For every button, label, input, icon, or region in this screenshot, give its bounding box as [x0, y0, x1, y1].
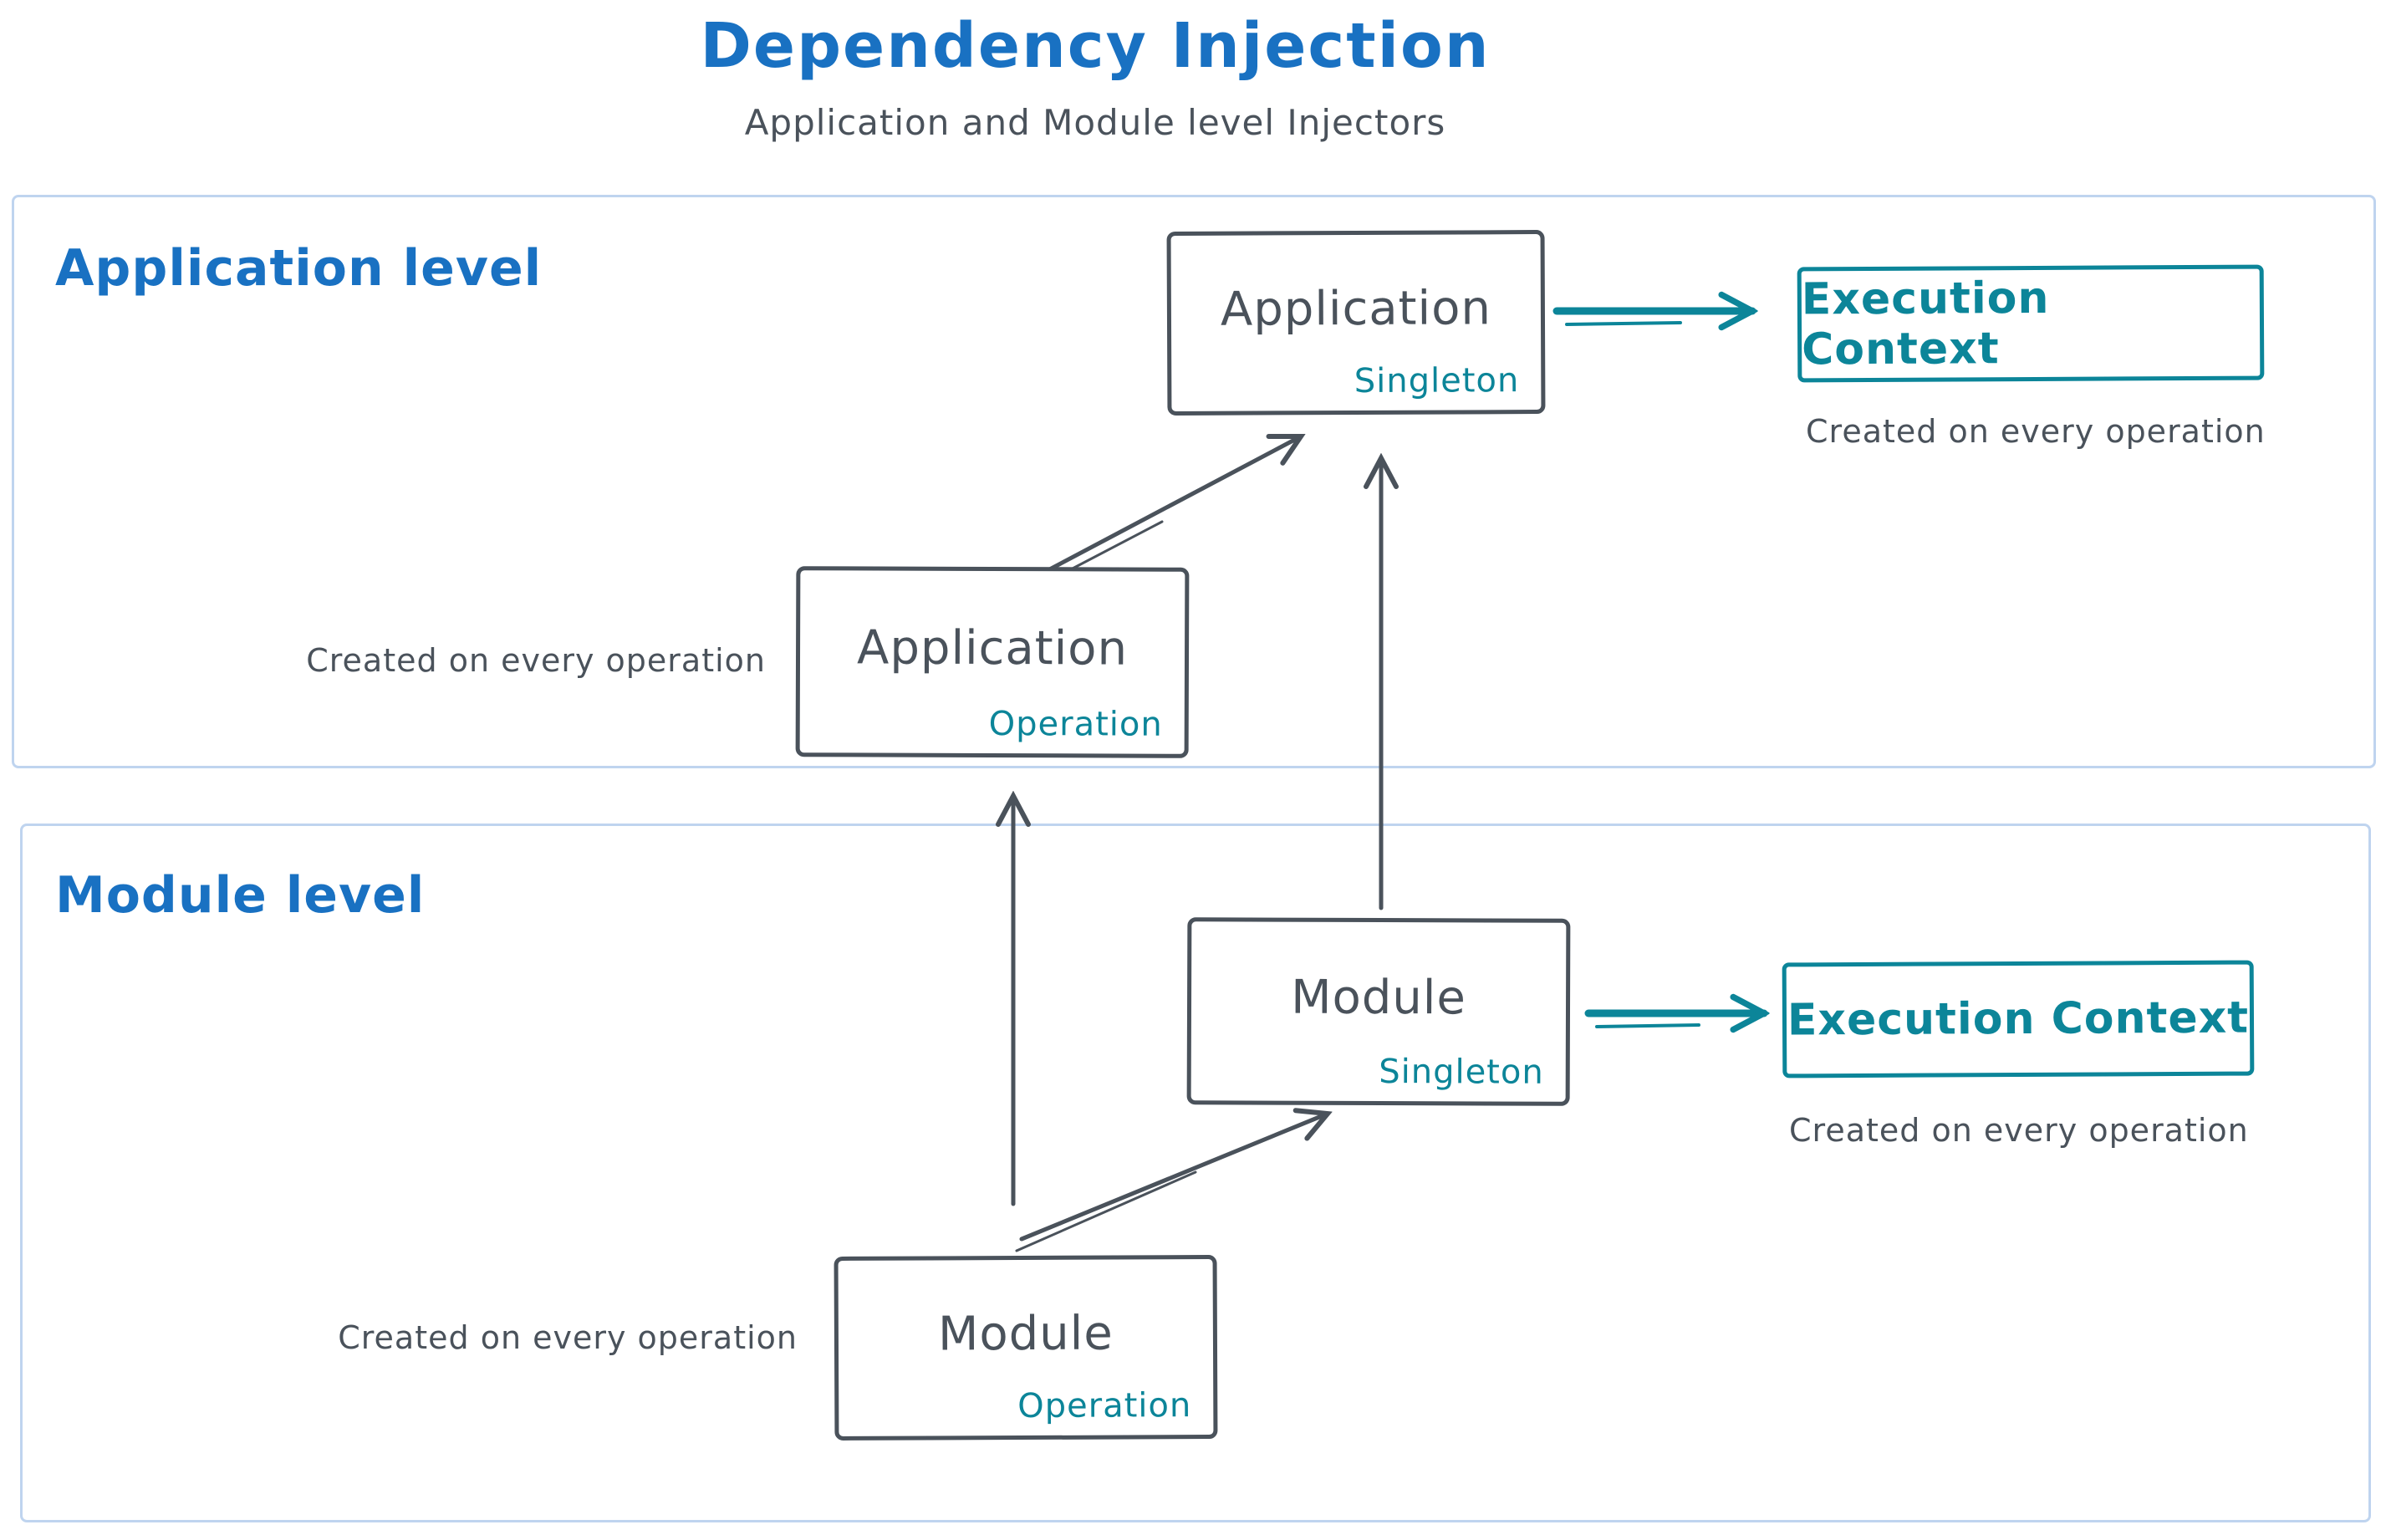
node-application-operation: Application Operation	[795, 566, 1190, 758]
node-module-operation-badge: Operation	[1017, 1386, 1192, 1426]
node-application-execution-context: Execution Context	[1797, 264, 2265, 383]
node-module-execution-context: Execution Context	[1782, 960, 2255, 1079]
node-module-singleton-title: Module	[1291, 970, 1466, 1025]
node-application-operation-title: Application	[856, 620, 1129, 676]
node-module-operation-title: Module	[937, 1306, 1114, 1361]
node-application-singleton-badge: Singleton	[1354, 361, 1520, 401]
node-application-singleton-title: Application	[1220, 280, 1492, 337]
application-execution-context-title: Execution Context	[1801, 273, 2050, 375]
page-subtitle: Application and Module level Injectors	[744, 102, 1446, 143]
application-level-panel	[12, 195, 2376, 768]
caption-module-operation: Created on every operation	[338, 1319, 798, 1356]
node-module-singleton: Module Singleton	[1186, 917, 1571, 1106]
application-level-label: Application level	[55, 239, 543, 298]
module-level-panel	[20, 824, 2371, 1522]
caption-module-execution-context: Created on every operation	[1789, 1112, 2249, 1149]
node-application-singleton: Application Singleton	[1166, 230, 1546, 416]
module-level-label: Module level	[55, 866, 426, 925]
node-module-singleton-badge: Singleton	[1379, 1053, 1544, 1092]
caption-application-operation: Created on every operation	[306, 642, 766, 679]
module-execution-context-title: Execution Context	[1787, 992, 2250, 1046]
page-title: Dependency Injection	[700, 10, 1491, 82]
caption-application-execution-context: Created on every operation	[1806, 413, 2266, 450]
node-module-operation: Module Operation	[834, 1255, 1218, 1441]
node-application-operation-badge: Operation	[988, 704, 1163, 744]
